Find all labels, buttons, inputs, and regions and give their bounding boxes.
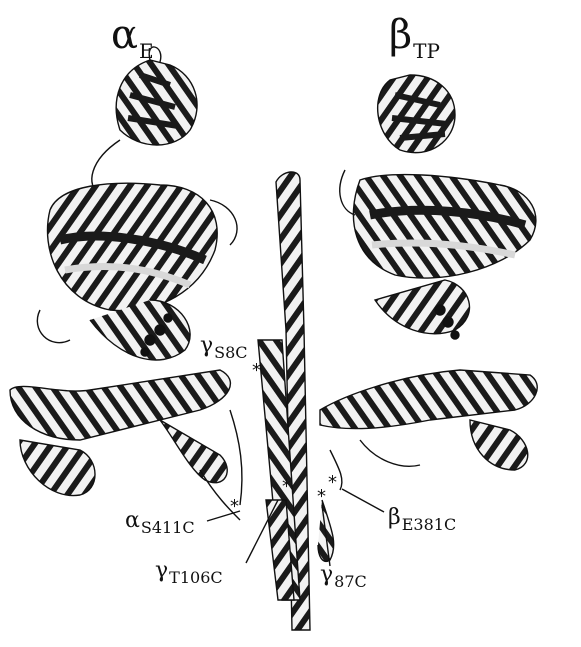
gamma-s8c-label: γS8C — [200, 335, 248, 361]
gamma-87c-marker: * — [317, 488, 326, 506]
beta-subunit-title: βTP — [389, 15, 440, 61]
gamma-87c-label: γ87C — [320, 564, 367, 590]
alpha-subunit-ribbon — [10, 47, 242, 520]
gamma-t106c-marker: * — [282, 478, 291, 496]
alpha-s411c-label: αS411C — [125, 510, 195, 536]
alpha-subunit-title: αE — [111, 15, 154, 61]
beta-e381c-label: βE381C — [388, 507, 456, 533]
beta-subunit-ribbon — [320, 75, 537, 490]
gamma-t106c-label: γT106C — [155, 560, 223, 586]
alpha-s411c-marker: * — [230, 498, 239, 516]
beta-e381c-marker: * — [328, 474, 337, 492]
gamma-s8c-marker: * — [252, 362, 261, 380]
